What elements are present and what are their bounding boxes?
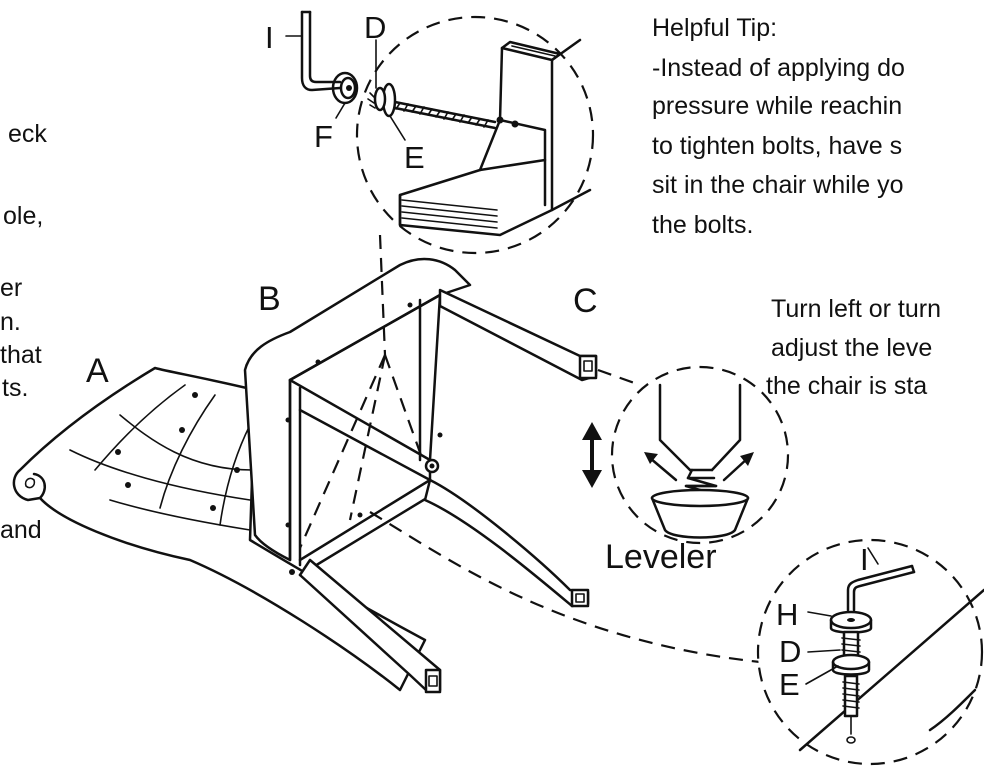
label-part-i-top: I — [265, 20, 274, 55]
label-part-d-top: D — [364, 10, 386, 45]
label-part-f-top: F — [314, 119, 333, 154]
label-part-i-bottom: I — [860, 542, 869, 577]
callout-lines — [298, 234, 761, 664]
left-text-line-4: n. — [0, 308, 21, 336]
label-part-c: C — [573, 282, 598, 320]
helpful-tip-line-1: -Instead of applying do — [652, 54, 905, 82]
label-part-e-bottom: E — [779, 667, 800, 702]
label-part-b: B — [258, 280, 281, 318]
label-part-d-bottom: D — [779, 634, 801, 669]
leveler-note: Turn left or turn adjust the leve the ch… — [766, 295, 941, 400]
left-text-line-3: er — [0, 274, 22, 302]
label-part-e-top: E — [404, 140, 425, 175]
bottom-bolt-detail — [756, 538, 984, 766]
label-part-h-bottom: H — [776, 597, 798, 632]
leveler-note-line-2: adjust the leve — [771, 334, 932, 362]
left-instruction-text: eck ole, er n. that ts. and — [0, 120, 47, 544]
chair-legs — [298, 288, 598, 694]
left-text-line-7: and — [0, 516, 42, 544]
left-text-line-2: ole, — [3, 202, 43, 230]
leveler-note-line-1: Turn left or turn — [771, 295, 941, 323]
helpful-tip-title: Helpful Tip: — [652, 14, 777, 42]
left-text-line-1: eck — [8, 120, 47, 148]
left-text-line-5: that — [0, 341, 42, 369]
top-bolt-detail — [285, 10, 595, 255]
helpful-tip: Helpful Tip: -Instead of applying do pre… — [652, 14, 905, 239]
helpful-tip-line-5: the bolts. — [652, 211, 753, 239]
helpful-tip-line-4: sit in the chair while yo — [652, 171, 904, 199]
leveler-note-line-3: the chair is sta — [766, 372, 927, 400]
leveler-label: Leveler — [605, 538, 717, 576]
helpful-tip-line-2: pressure while reachin — [652, 92, 902, 120]
helpful-tip-line-3: to tighten bolts, have s — [652, 132, 902, 160]
label-part-a: A — [86, 352, 109, 390]
leveler-detail — [582, 365, 790, 545]
left-text-line-6: ts. — [2, 374, 28, 402]
seat-cushion — [12, 366, 427, 692]
